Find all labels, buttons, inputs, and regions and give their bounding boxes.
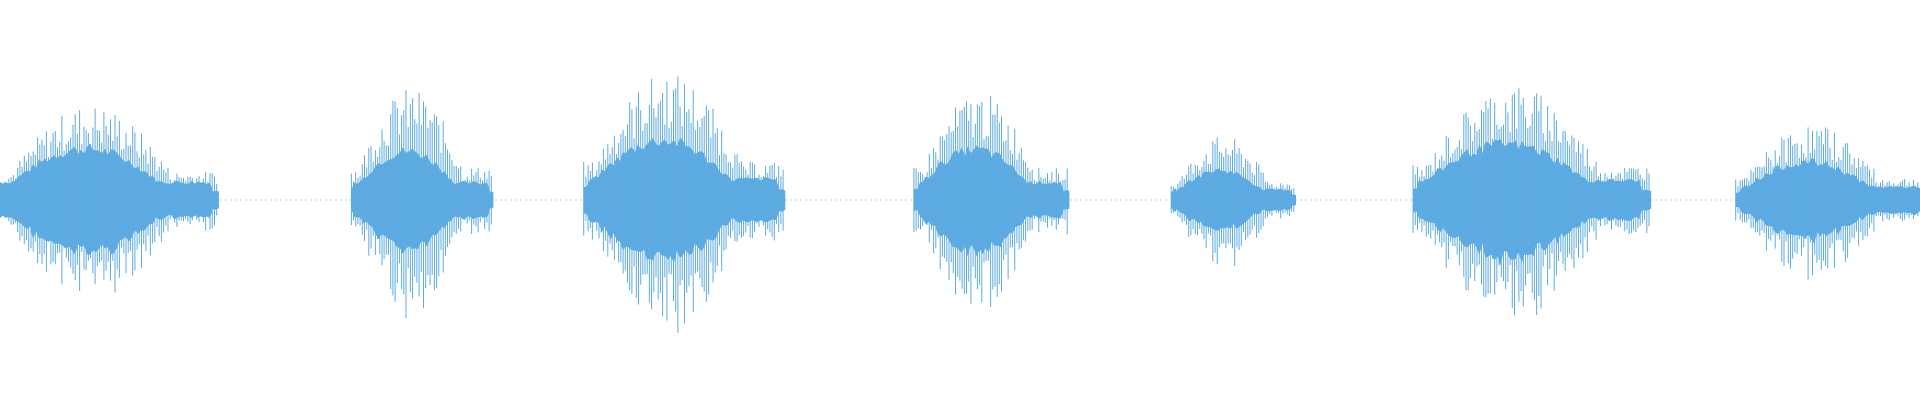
waveform-segment[interactable] — [1412, 88, 1652, 316]
waveform-segment[interactable] — [1170, 137, 1296, 267]
waveform-segment[interactable] — [583, 76, 786, 333]
waveform-segments — [0, 76, 1920, 333]
waveform-envelope — [0, 143, 219, 255]
waveform-envelope — [1171, 168, 1296, 231]
waveform-segment[interactable] — [350, 90, 494, 319]
waveform-segment[interactable] — [0, 108, 219, 293]
waveform-segment[interactable] — [1735, 127, 1920, 280]
waveform-envelope — [351, 147, 494, 254]
waveform-envelope — [913, 145, 1070, 257]
waveform-segment[interactable] — [913, 96, 1070, 307]
